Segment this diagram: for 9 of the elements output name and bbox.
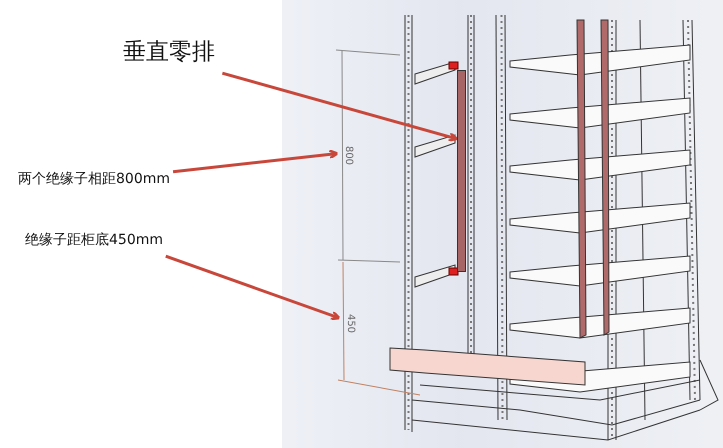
arrow bbox=[222, 72, 458, 142]
callout-text: 两个绝缘子相距800mm bbox=[18, 170, 170, 188]
dimension-label: 450 bbox=[345, 314, 356, 334]
arrow bbox=[172, 149, 339, 174]
dimension-label: 800 bbox=[343, 146, 354, 166]
busbar bbox=[457, 70, 466, 272]
arrow bbox=[165, 254, 341, 320]
callout-text: 垂直零排 bbox=[123, 36, 215, 67]
callout-text: 绝缘子距柜底450mm bbox=[25, 231, 163, 249]
